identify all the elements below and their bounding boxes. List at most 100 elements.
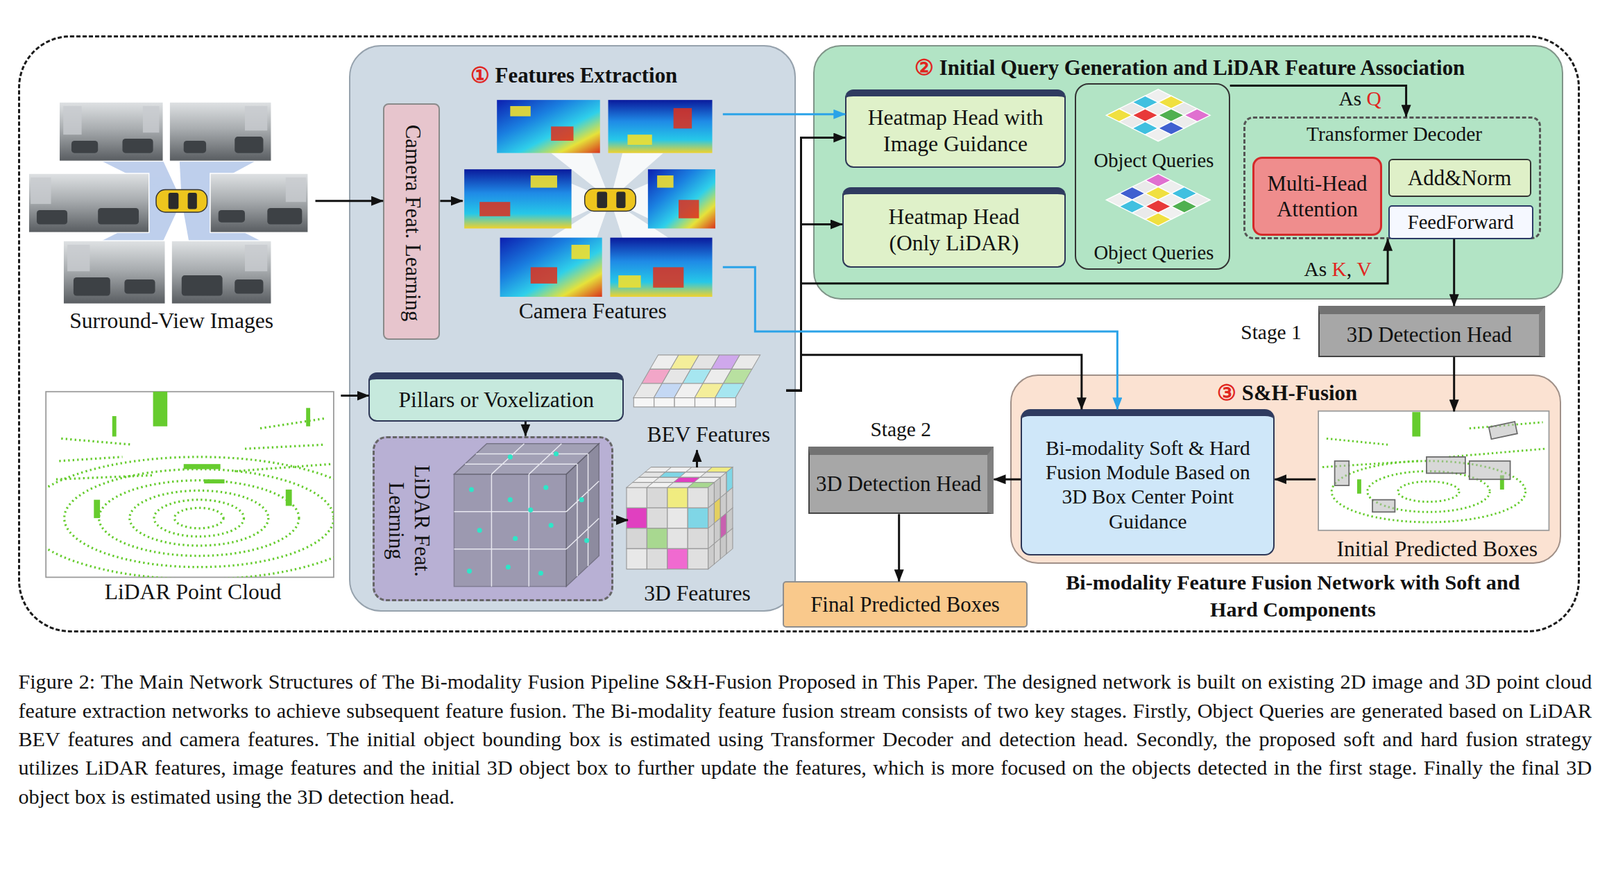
camera-feature-maps <box>652 267 684 288</box>
initial-boxes-view <box>1357 479 1362 495</box>
process-box: Heatmap Head (Only LiDAR) <box>842 187 1066 268</box>
bev-feature-grid <box>654 398 675 408</box>
pipeline-frame: Bi-modality Feature Fusion Network with … <box>18 35 1580 633</box>
3d-feature-cube <box>646 482 674 488</box>
3d-feature-cube <box>708 503 715 529</box>
3d-feature-cube <box>687 548 708 569</box>
process-box: Heatmap Head with Image Guidance <box>845 89 1066 168</box>
label-text: K <box>1332 258 1347 281</box>
surround-view-illustration <box>97 208 139 225</box>
point-cloud-input: LiDAR Point Cloud <box>45 389 341 610</box>
process-box: Bi-modality Soft & Hard Fusion Module Ba… <box>1020 409 1275 556</box>
initial-boxes-view <box>1488 421 1518 440</box>
surround-view-illustration <box>142 106 160 133</box>
object-query-grid <box>1158 122 1184 136</box>
surround-view-illustration <box>73 277 111 296</box>
label-text: BEV Features <box>646 422 771 447</box>
label-text: Camera Features <box>518 299 667 324</box>
surround-view-illustration <box>244 106 268 131</box>
label-text: Q <box>1366 87 1382 110</box>
lidar-point-cloud <box>153 392 168 427</box>
lidar-point-cloud <box>23 392 375 581</box>
connector-arrow <box>1274 478 1316 481</box>
object-query-grid <box>1184 193 1211 207</box>
surround-view-illustration <box>218 210 245 223</box>
3d-feature-cube <box>667 507 688 529</box>
camera-feature-maps <box>509 106 674 288</box>
3d-feature-cube <box>626 467 733 570</box>
bev-feature-grid <box>650 355 679 370</box>
lidar-point-cloud <box>99 480 300 557</box>
camera-feature-maps <box>550 153 669 238</box>
voxel-cube <box>553 451 559 457</box>
bev-feature-grid <box>694 383 723 399</box>
3d-feature-cube <box>646 548 667 569</box>
text-block: ③S&H-Fusion <box>1011 380 1563 406</box>
surround-view-illustration <box>179 160 256 201</box>
3d-feature-cube <box>673 477 701 483</box>
initial-boxes-view <box>1322 461 1419 468</box>
label-text: Features Extraction <box>495 63 678 88</box>
3d-feature-cube <box>646 487 667 508</box>
camera-feature-maps <box>464 99 716 297</box>
camera-feature-maps <box>616 192 626 209</box>
text-block: 3D Detection Head <box>809 455 989 513</box>
label-text: Bi-modality Soft & Hard Fusion Module Ba… <box>1045 437 1251 533</box>
text-block: Heatmap Head (Only LiDAR) <box>843 194 1065 267</box>
bev-feature-grid <box>633 398 654 408</box>
3d-feature-cube <box>626 528 647 549</box>
label-text: Initial Predicted Boxes <box>1336 537 1538 562</box>
bev-feature-grid <box>653 383 683 399</box>
connector-arrow <box>786 355 1082 411</box>
label-text: Final Predicted Boxes <box>810 592 1000 617</box>
3d-feature-cube <box>646 507 667 529</box>
3d-feature-cube <box>713 498 721 524</box>
bev-feature-grid <box>715 383 744 399</box>
camera-feature-maps <box>500 237 603 297</box>
label-text: ② <box>914 55 934 80</box>
label-text: LiDAR Feat. Learning <box>384 464 435 577</box>
object-query-grid <box>1119 115 1145 129</box>
object-query-grid <box>1105 89 1211 142</box>
text-block: AsQ <box>1339 87 1382 110</box>
3d-feature-cube <box>687 528 708 549</box>
3d-feature-cube <box>685 467 712 473</box>
text-line: Heatmap Head (Only LiDAR) <box>872 203 1036 257</box>
label-text: Transformer Decoder <box>1306 122 1483 146</box>
detection-head: 3D Detection Head <box>808 446 995 515</box>
camera-feature-maps <box>509 106 531 117</box>
bev-feature-grid <box>633 398 736 408</box>
object-query-grid <box>1105 89 1211 227</box>
initial-boxes-view <box>1318 411 1549 531</box>
label-text: ③ <box>1216 380 1237 406</box>
label-text: 3D Detection Head <box>815 471 982 497</box>
initial-boxes-view <box>1334 461 1350 486</box>
lidar-point-cloud <box>45 457 334 578</box>
object-query-grid <box>1171 187 1197 201</box>
bev-feature-grid <box>633 383 662 399</box>
label-text: Heatmap Head with Image Guidance <box>867 105 1044 157</box>
voxel-cube <box>453 444 599 587</box>
camera-feature-maps <box>550 199 610 238</box>
surround-view-illustration <box>36 210 68 225</box>
camera-feature-maps <box>550 153 610 201</box>
3d-feature-cube <box>626 487 709 570</box>
text-block: LiDAR Feat. Learning <box>383 444 436 598</box>
text-block: FeedForward <box>1389 206 1533 238</box>
label-text: 3D Features <box>643 581 751 606</box>
lidar-point-cloud <box>285 489 293 507</box>
connector-arrow <box>340 394 369 397</box>
bev-feature-grid <box>661 369 691 384</box>
label-text: As <box>1339 87 1363 110</box>
surround-view-illustration <box>28 101 309 304</box>
surround-view-illustration <box>149 181 182 225</box>
voxel-cube <box>538 571 544 576</box>
3d-feature-cube <box>720 513 727 540</box>
object-query-grid <box>1132 108 1159 123</box>
label-text: Stage 2 <box>870 418 931 441</box>
3d-feature-cube <box>667 548 688 569</box>
camera-feature-maps <box>608 99 713 153</box>
object-query-grid <box>1105 108 1132 123</box>
object-query-grid <box>1119 101 1145 116</box>
detection-head: 3D Detection Head <box>1318 305 1545 358</box>
